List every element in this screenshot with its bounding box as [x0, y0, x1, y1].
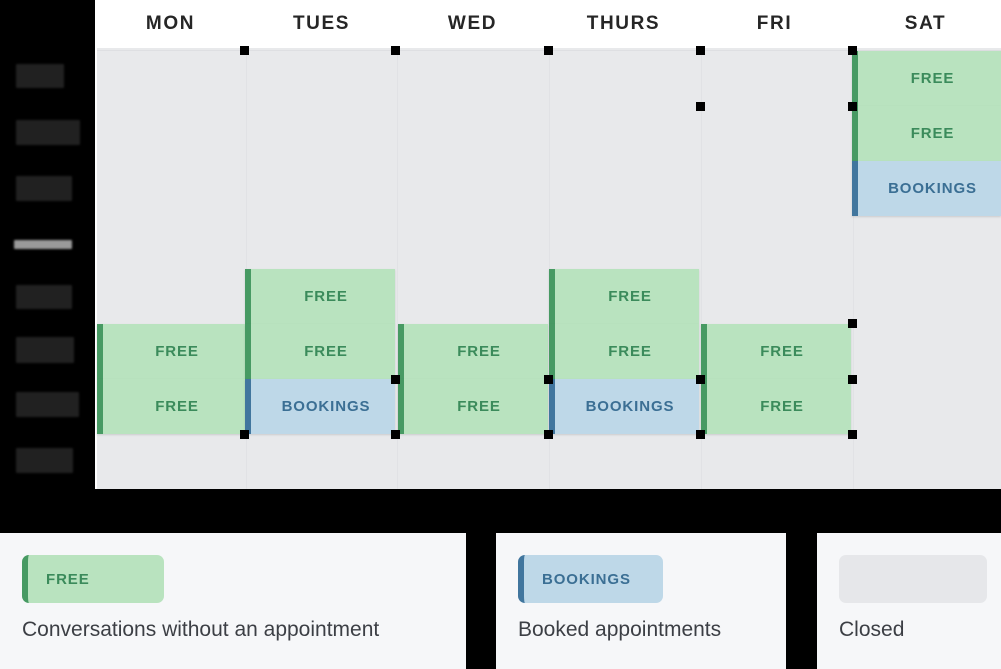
event-label: FREE: [608, 288, 652, 305]
event-label: FREE: [608, 343, 652, 360]
event-label: FREE: [155, 343, 199, 360]
event-block-free[interactable]: FREE: [97, 324, 245, 379]
sidebar-item-redacted-7[interactable]: [16, 448, 73, 473]
selection-handle[interactable]: [696, 46, 705, 55]
selection-handle[interactable]: [391, 375, 400, 384]
legend-description: Booked appointments: [518, 618, 722, 641]
legend-swatch-bookings: BOOKINGS: [518, 555, 663, 603]
column-separator: [549, 48, 550, 489]
event-block-bookings[interactable]: BOOKINGS: [852, 161, 1001, 216]
selection-handle[interactable]: [544, 46, 553, 55]
selection-handle[interactable]: [848, 46, 857, 55]
legend-swatch-closed: [839, 555, 987, 603]
event-block-bookings[interactable]: BOOKINGS: [245, 379, 395, 434]
selection-handle[interactable]: [391, 46, 400, 55]
sidebar-item-redacted-5[interactable]: [16, 337, 74, 363]
day-header-sat[interactable]: SAT: [904, 13, 947, 34]
selection-handle[interactable]: [848, 375, 857, 384]
column-separator: [853, 48, 854, 489]
legend-description: Conversations without an appointment: [22, 618, 380, 641]
legend-card-free: FREE Conversations without an appointmen…: [0, 533, 466, 669]
event-label: FREE: [760, 398, 804, 415]
event-block-free[interactable]: FREE: [701, 324, 851, 379]
event-block-free[interactable]: FREE: [701, 379, 851, 434]
sidebar-divider: [14, 240, 72, 249]
column-separator: [397, 48, 398, 489]
event-label: FREE: [760, 343, 804, 360]
event-label: FREE: [304, 343, 348, 360]
event-block-bookings[interactable]: BOOKINGS: [549, 379, 699, 434]
legend-card-closed: Closed: [817, 533, 1001, 669]
event-block-free[interactable]: FREE: [245, 269, 395, 324]
event-label: FREE: [457, 343, 501, 360]
event-label: FREE: [457, 398, 501, 415]
event-label: BOOKINGS: [281, 398, 371, 415]
event-label: FREE: [155, 398, 199, 415]
legend-swatch-free: FREE: [22, 555, 164, 603]
selection-handle[interactable]: [848, 102, 857, 111]
day-header-wed[interactable]: WED: [447, 13, 498, 34]
day-header-mon[interactable]: MON: [145, 13, 196, 34]
sidebar-item-redacted-1[interactable]: [16, 64, 64, 88]
selection-handle[interactable]: [848, 430, 857, 439]
event-block-free[interactable]: FREE: [245, 324, 395, 379]
legend-swatch-label: BOOKINGS: [542, 570, 631, 588]
day-header-row: MON TUES WED THURS FRI SAT: [95, 0, 1001, 48]
selection-handle[interactable]: [848, 319, 857, 328]
selection-handle[interactable]: [240, 430, 249, 439]
sidebar-item-redacted-2[interactable]: [16, 120, 80, 145]
column-separator: [246, 48, 247, 489]
selection-handle[interactable]: [391, 430, 400, 439]
legend-description: Closed: [839, 618, 905, 641]
column-separator: [701, 48, 702, 489]
event-label: FREE: [910, 125, 955, 142]
weekly-availability-calendar: MON TUES WED THURS FRI SAT FREE FREE BOO…: [95, 0, 1001, 520]
selection-handle[interactable]: [544, 430, 553, 439]
sidebar-item-redacted-6[interactable]: [16, 392, 79, 417]
selection-handle[interactable]: [696, 375, 705, 384]
selection-handle[interactable]: [696, 430, 705, 439]
event-block-free[interactable]: FREE: [97, 379, 245, 434]
day-header-fri[interactable]: FRI: [756, 13, 793, 34]
selection-handle[interactable]: [696, 102, 705, 111]
event-block-free[interactable]: FREE: [398, 379, 548, 434]
day-header-tues[interactable]: TUES: [292, 13, 351, 34]
event-label: FREE: [304, 288, 348, 305]
event-label: FREE: [910, 70, 955, 87]
grid-left-edge: [95, 48, 97, 489]
event-block-free[interactable]: FREE: [549, 269, 699, 324]
event-label: BOOKINGS: [888, 180, 977, 197]
sidebar-item-redacted-3[interactable]: [16, 176, 72, 201]
grid-bottom-mask: [95, 489, 1001, 520]
selection-handle[interactable]: [544, 375, 553, 384]
legend-swatch-label: FREE: [46, 570, 90, 588]
selection-handle[interactable]: [240, 46, 249, 55]
event-block-free[interactable]: FREE: [549, 324, 699, 379]
sidebar-item-redacted-4[interactable]: [16, 285, 72, 309]
legend-strip: FREE Conversations without an appointmen…: [0, 533, 1001, 669]
day-header-thurs[interactable]: THURS: [586, 13, 661, 34]
event-block-free[interactable]: FREE: [852, 106, 1001, 161]
event-block-free[interactable]: FREE: [852, 51, 1001, 106]
event-label: BOOKINGS: [585, 398, 675, 415]
event-block-free[interactable]: FREE: [398, 324, 548, 379]
legend-card-bookings: BOOKINGS Booked appointments: [496, 533, 786, 669]
sidebar: [0, 0, 95, 520]
